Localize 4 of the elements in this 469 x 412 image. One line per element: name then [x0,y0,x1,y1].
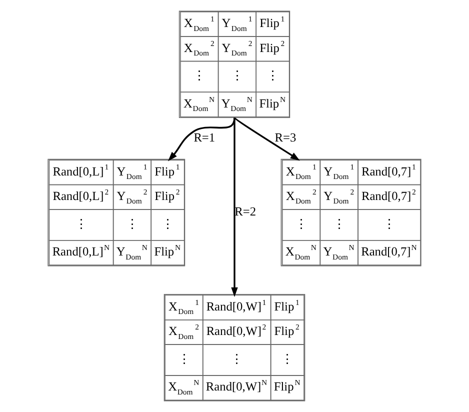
arrow [234,117,300,161]
edge-label: R=1 [194,130,216,144]
edge-label: R=3 [274,130,296,144]
arrow [231,118,238,297]
